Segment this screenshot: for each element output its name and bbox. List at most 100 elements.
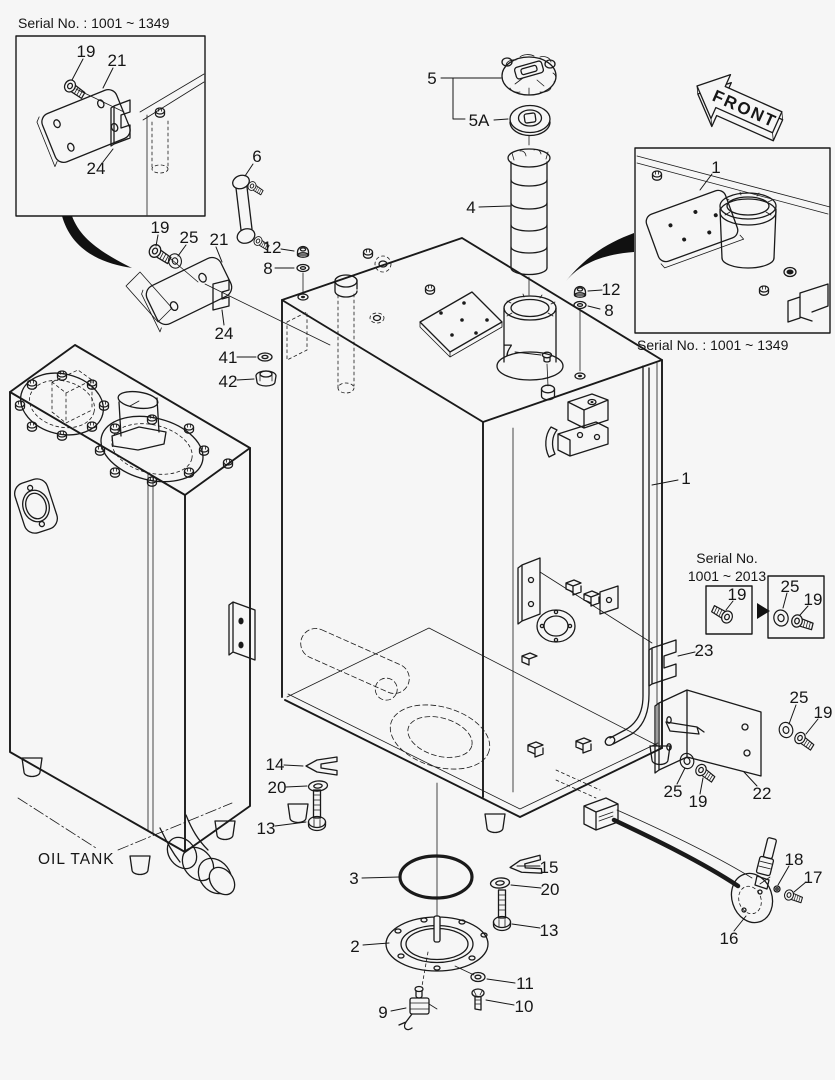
callout-label-25: 25 — [790, 688, 809, 707]
swoosh-arrow-left — [62, 216, 132, 268]
callout-label-12: 12 — [263, 238, 282, 257]
callout-label-19: 19 — [804, 590, 823, 609]
callout-leader-14 — [283, 764, 304, 767]
elbow-hose — [159, 814, 236, 896]
clip-14 — [305, 756, 338, 776]
callout-leader-6 — [244, 163, 254, 177]
bolt-10 — [471, 988, 485, 1011]
tank-foot — [484, 813, 506, 834]
upper-bracket — [545, 393, 609, 458]
callout-label-18: 18 — [785, 850, 804, 869]
callout-leader-24 — [102, 148, 114, 163]
washer-20 — [489, 876, 511, 890]
screw-7 — [540, 351, 556, 401]
callout-label-21: 21 — [108, 51, 127, 70]
washer-25 — [777, 720, 795, 740]
inset-right-serial: Serial No. : 1001 ~ 1349 — [637, 337, 789, 353]
callout-leader-25 — [177, 244, 187, 257]
callout-label-4: 4 — [466, 198, 475, 217]
flange-plate-2 — [385, 915, 489, 987]
callout-bracket-5-5a — [452, 77, 466, 120]
strainer-4 — [507, 135, 551, 296]
callout-leader-21 — [102, 67, 114, 89]
fuel-tank-drawing — [281, 237, 753, 889]
callout-leader-9 — [390, 1007, 407, 1012]
callout-label-11: 11 — [516, 974, 534, 993]
callout-leader-3 — [361, 876, 400, 879]
callout-leader-13 — [511, 923, 541, 929]
callout-leader-21 — [215, 246, 223, 263]
callout-leader-4 — [478, 205, 511, 208]
callout-leader-23 — [677, 651, 696, 657]
washer-18 — [773, 885, 781, 893]
callout-label-13: 13 — [540, 921, 559, 940]
filler-neck — [496, 293, 564, 381]
callout-label-22: 22 — [753, 784, 772, 803]
callout-label-19: 19 — [728, 585, 747, 604]
callout-leader-19 — [71, 58, 84, 81]
washer-8 — [296, 263, 310, 293]
callout-label-19: 19 — [77, 42, 96, 61]
screw-19 — [146, 242, 174, 266]
serial-note-line2: 1001 ~ 2013 — [688, 568, 766, 584]
callout-label-25: 25 — [180, 228, 199, 247]
callout-leader-20 — [510, 884, 542, 889]
washer-11 — [470, 971, 486, 983]
callout-label-1: 1 — [711, 158, 720, 177]
callout-label-17: 17 — [804, 868, 823, 887]
callout-label-19: 19 — [814, 703, 833, 722]
callout-leader-1 — [651, 479, 679, 486]
filler-cap-assembly — [452, 54, 557, 296]
gasket-5a — [509, 104, 551, 137]
callout-label-21: 21 — [210, 230, 229, 249]
callout-label-25: 25 — [781, 577, 800, 596]
callout-leader-12 — [587, 289, 603, 292]
top-face-fittings — [286, 248, 586, 394]
inset-plate-21 — [36, 88, 131, 167]
callout-leader-25 — [676, 767, 686, 785]
serial-note-line1: Serial No. — [696, 550, 757, 566]
callout-label-9: 9 — [378, 1003, 387, 1022]
callout-leader-22 — [743, 771, 758, 787]
serial-note-box-new — [767, 575, 825, 639]
callout-leader-19 — [799, 605, 809, 616]
cover-plate — [419, 291, 503, 358]
serial-note-box-old — [705, 585, 753, 635]
o-ring-3 — [398, 854, 474, 900]
bolt-13 — [492, 889, 512, 932]
inset-filler-neck — [719, 191, 777, 269]
callout-label-41: 41 — [219, 348, 238, 367]
screw-19 — [693, 761, 718, 784]
callout-leader-16 — [733, 915, 747, 932]
inner-wall-fittings — [517, 557, 653, 758]
callout-leader-25 — [788, 704, 797, 725]
callout-label-12: 12 — [602, 280, 621, 299]
callout-label-10: 10 — [515, 997, 534, 1016]
oil-tank-label: OIL TANK — [38, 851, 115, 868]
callout-leader-20 — [285, 785, 308, 788]
link-6 — [232, 174, 272, 252]
plug-41-42 — [255, 352, 277, 387]
callout-label-5: 5 — [427, 69, 436, 88]
inset-screw-19 — [61, 77, 88, 101]
callout-leader-42 — [236, 378, 255, 381]
harness-connector — [583, 797, 753, 889]
oil-tank-drawing: OIL TANK — [9, 344, 256, 896]
tank-foot — [287, 803, 309, 824]
callout-label-42: 42 — [219, 372, 238, 391]
flange-nuts — [14, 370, 234, 487]
right-breather-group — [573, 285, 587, 372]
callout-leader-19 — [805, 718, 819, 735]
cap-nut-12 — [296, 245, 310, 258]
callout-label-8: 8 — [263, 259, 272, 278]
screw-17 — [782, 888, 805, 905]
callout-label-8: 8 — [604, 301, 613, 320]
callout-leader-19 — [725, 600, 734, 611]
callout-leader-8 — [587, 305, 601, 310]
front-arrow: FRONT — [696, 74, 784, 142]
callout-leader-2 — [362, 942, 390, 946]
swoosh-arrow-right — [566, 233, 634, 281]
callout-leader-25 — [782, 592, 788, 609]
